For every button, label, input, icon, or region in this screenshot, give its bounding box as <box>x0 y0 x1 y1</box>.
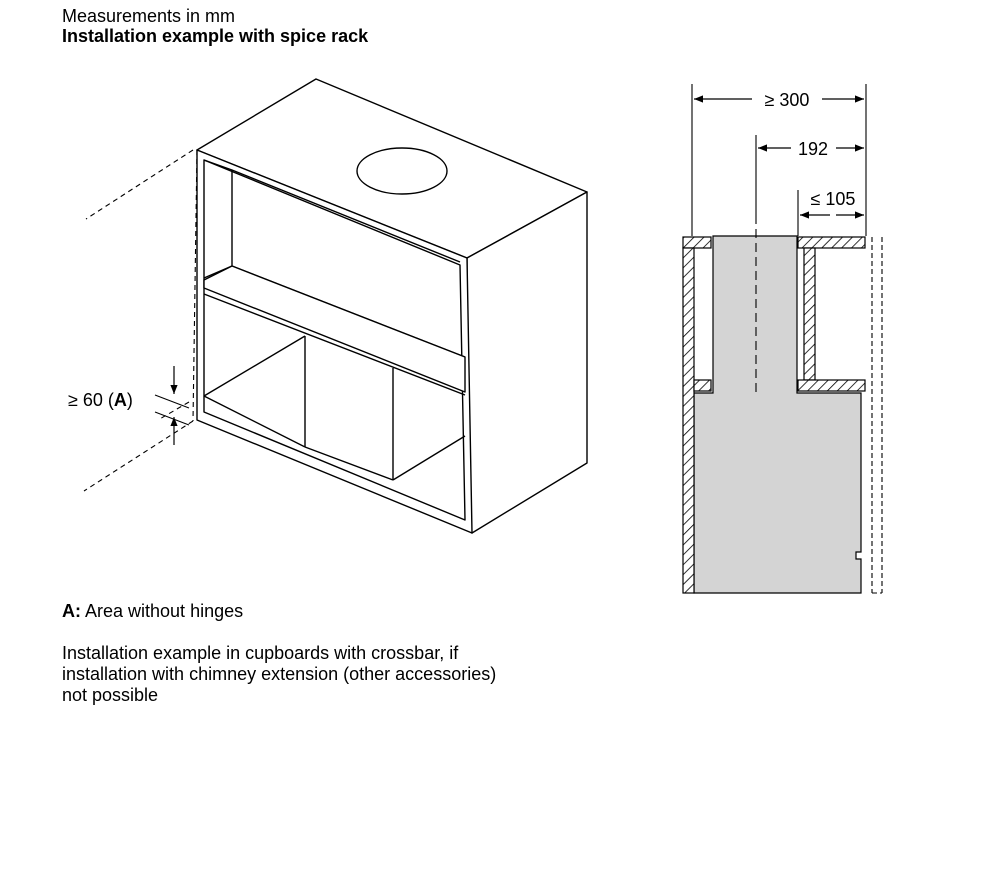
left-top-panel <box>682 236 712 249</box>
min-depth-dimension: ≥ 300 <box>694 90 864 110</box>
cabinet-shelf <box>203 265 466 393</box>
section-view: ≥ 300 192 ≤ 105 <box>682 84 883 594</box>
header: Measurements in mm Installation example … <box>62 6 368 46</box>
center-offset-label: 192 <box>798 139 828 159</box>
units-caption: Measurements in mm <box>62 6 236 26</box>
right-bottom-panel <box>797 379 866 392</box>
right-top-panel <box>797 236 866 249</box>
right-wall <box>803 247 816 381</box>
hood-body-section <box>693 235 862 594</box>
dashed-wall-lines <box>83 149 198 492</box>
hinge-gap-dimension: ≥ 60 (A) <box>68 366 190 445</box>
max-gap-dimension: ≤ 105 <box>800 189 864 219</box>
min-depth-label: ≥ 300 <box>765 90 810 110</box>
installation-note: Installation example in cupboards with c… <box>62 643 497 705</box>
notes: A: Area without hinges Installation exam… <box>62 601 622 706</box>
left-wall <box>682 247 695 594</box>
legend-text: Area without hinges <box>81 601 244 621</box>
legend-item: A: Area without hinges <box>62 601 622 622</box>
diagram-title: Installation example with spice rack <box>62 26 369 46</box>
cabinet-3d <box>196 78 588 534</box>
hinge-gap-label: ≥ 60 (A) <box>68 390 133 410</box>
legend-key: A: <box>62 601 81 621</box>
center-offset-dimension: 192 <box>758 139 864 159</box>
max-gap-label: ≤ 105 <box>811 189 856 209</box>
duct-opening <box>356 147 448 195</box>
left-bottom-panel <box>693 379 712 392</box>
